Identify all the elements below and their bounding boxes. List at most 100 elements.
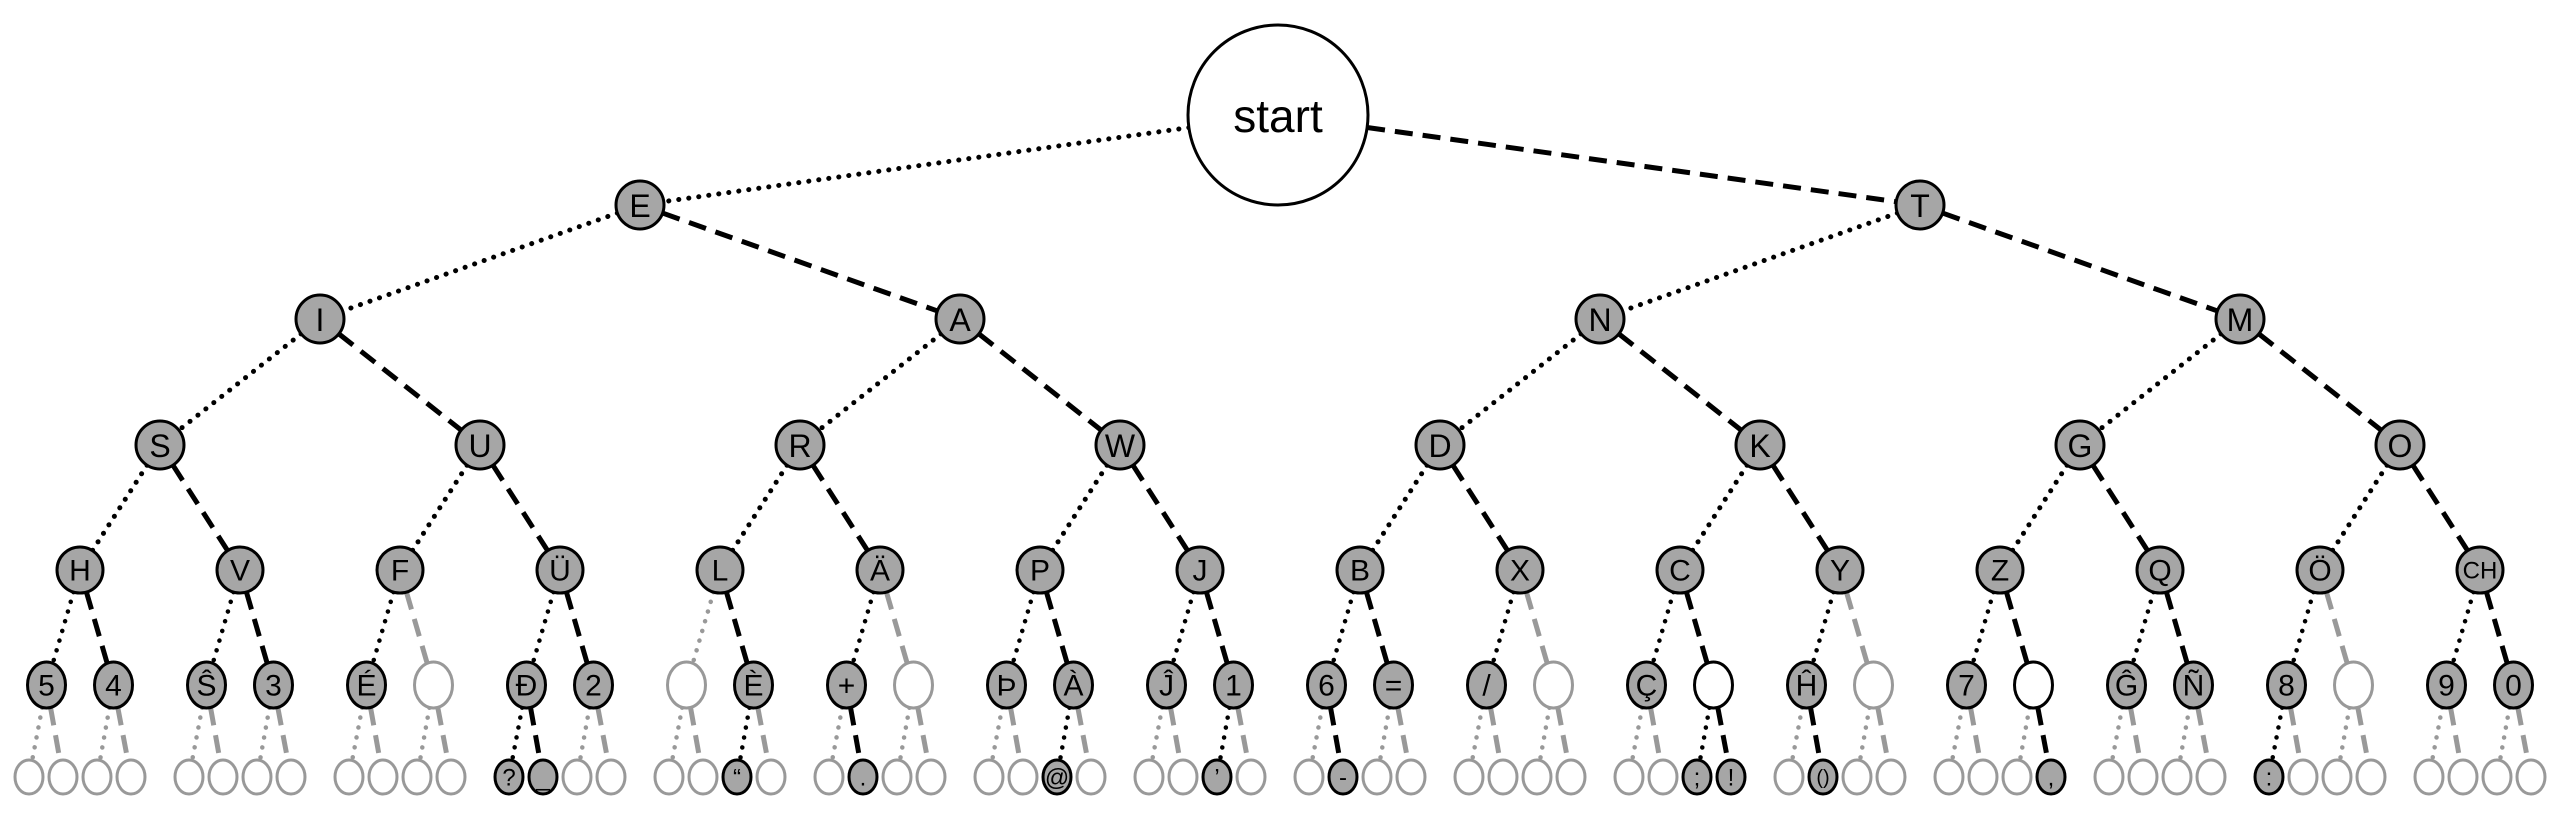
- node-label: À: [1063, 670, 1083, 703]
- node-6-45: (): [1807, 758, 1839, 796]
- dot-edge: [2130, 589, 2156, 666]
- dot-edge: [1309, 705, 1325, 763]
- node-circle: [47, 758, 79, 796]
- node-6-30: ’: [1201, 758, 1233, 796]
- dash-edge: [48, 707, 63, 761]
- node-circle: [2253, 758, 2285, 796]
- empty-node: [595, 758, 627, 796]
- node-circle: [2093, 758, 2125, 796]
- node-circle: [215, 545, 265, 595]
- node-5-22: Ĥ: [1786, 660, 1827, 710]
- node-label: É: [356, 670, 376, 703]
- dot-edge: [1149, 705, 1165, 763]
- node-6-26: @: [1041, 758, 1073, 796]
- node-label: N: [1588, 302, 1611, 338]
- node-circle: [1094, 419, 1146, 471]
- dash-edge: [337, 331, 463, 433]
- empty-node: [755, 758, 787, 796]
- node-circle: [1146, 660, 1187, 710]
- dot-edge: [509, 705, 525, 763]
- node-label: K: [1749, 428, 1770, 464]
- node-circle: [1167, 758, 1199, 796]
- node-circle: [367, 758, 399, 796]
- node-4-3: Ü: [535, 545, 585, 595]
- node-label: Ĝ: [2115, 669, 2138, 703]
- node-6-51: ,: [2035, 758, 2067, 796]
- dot-edge: [2429, 705, 2445, 763]
- node-label: T: [1910, 188, 1930, 224]
- dash-edge: [1488, 707, 1503, 761]
- node-circle: [173, 758, 205, 796]
- dot-edge: [2497, 705, 2512, 763]
- empty-node: [1647, 758, 1679, 796]
- dash-edge: [2195, 707, 2211, 761]
- dot-edge: [1057, 705, 1072, 763]
- dash-edge: [84, 591, 110, 664]
- node-circle: [186, 660, 227, 710]
- empty-node: [401, 758, 433, 796]
- empty-node: [1853, 660, 1894, 710]
- node-3-4: D: [1414, 419, 1466, 471]
- node-circle: [1841, 758, 1873, 796]
- node-2-3: M: [2214, 293, 2266, 345]
- node-circle: [847, 758, 879, 796]
- node-5-3: 3: [253, 660, 294, 710]
- node-4-7: J: [1175, 545, 1225, 595]
- empty-node: [2013, 660, 2054, 710]
- empty-node: [893, 660, 934, 710]
- node-circle: [1967, 758, 1999, 796]
- empty-node: [47, 758, 79, 796]
- node-6-18: “: [721, 758, 753, 796]
- node-label: S: [149, 428, 170, 464]
- node-label: C: [1669, 555, 1691, 588]
- node-circle: [973, 758, 1005, 796]
- dot-edge: [176, 331, 304, 433]
- dot-edge: [1650, 589, 1676, 666]
- dash-edge: [275, 707, 291, 761]
- node-circle: [2295, 545, 2345, 595]
- node-5-9: È: [733, 660, 774, 710]
- dot-edge: [1490, 589, 1516, 666]
- node-circle: [1773, 758, 1805, 796]
- node-circle: [435, 758, 467, 796]
- node-5-30: 9: [2426, 660, 2467, 710]
- node-4-9: X: [1495, 545, 1545, 595]
- dash-edge: [2128, 707, 2143, 761]
- dot-edge: [2017, 705, 2032, 763]
- empty-node: [2321, 758, 2353, 796]
- node-circle: [2173, 660, 2214, 710]
- dot-edge: [2450, 589, 2476, 666]
- node-5-0: 5: [26, 660, 67, 710]
- dot-edge: [1217, 705, 1232, 763]
- dot-edge: [829, 705, 845, 763]
- dot-edge: [89, 462, 150, 554]
- node-4-15: CH: [2455, 545, 2505, 595]
- node-circle: [333, 758, 365, 796]
- empty-node: [973, 758, 1005, 796]
- dot-edge: [1689, 462, 1750, 554]
- node-5-17: =: [1373, 660, 1414, 710]
- node-circle: [1235, 758, 1267, 796]
- dash-edge: [848, 707, 863, 761]
- dash-edge: [661, 210, 939, 314]
- dash-edge: [755, 707, 771, 761]
- dash-edge: [2288, 707, 2303, 761]
- node-circle: [1655, 545, 1705, 595]
- node-circle: [1327, 758, 1359, 796]
- node-6-43: !: [1715, 758, 1747, 796]
- empty-node: [2001, 758, 2033, 796]
- node-label: Þ: [996, 670, 1016, 703]
- node-circle: [774, 419, 826, 471]
- empty-node: [1841, 758, 1873, 796]
- dot-edge: [729, 462, 790, 554]
- node-circle: [1395, 758, 1427, 796]
- node-4-4: L: [695, 545, 745, 595]
- node-5-2: Ŝ: [186, 660, 227, 710]
- node-circle: [1175, 545, 1225, 595]
- node-label: Ü: [549, 555, 571, 588]
- node-circle: [1373, 660, 1414, 710]
- node-label: Ĵ: [1159, 669, 1174, 703]
- node-circle: [1335, 545, 1385, 595]
- node-circle: [1734, 419, 1786, 471]
- node-circle: [506, 660, 547, 710]
